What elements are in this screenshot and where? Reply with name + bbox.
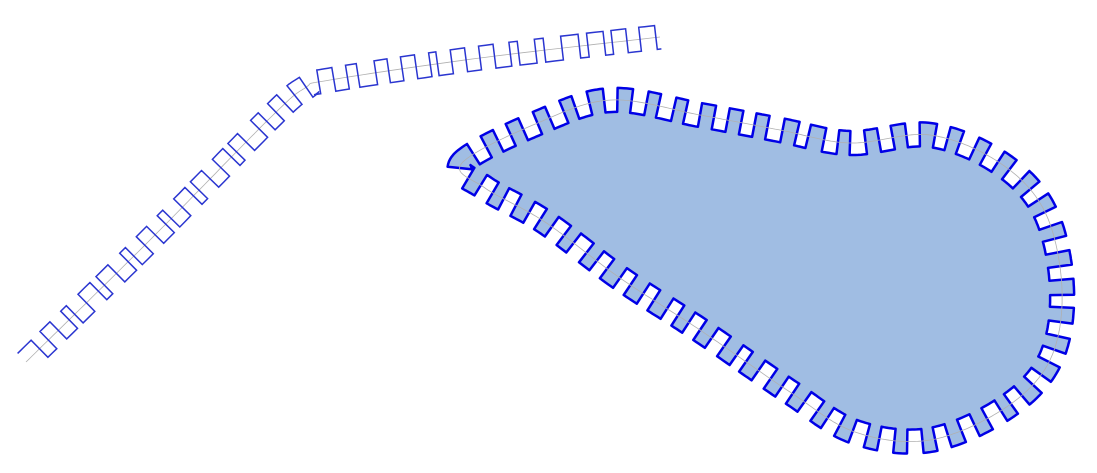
open-square-wave-path bbox=[17, 24, 662, 359]
closed-guide-path bbox=[459, 99, 1063, 443]
closed-square-wave-shape bbox=[446, 86, 1076, 455]
